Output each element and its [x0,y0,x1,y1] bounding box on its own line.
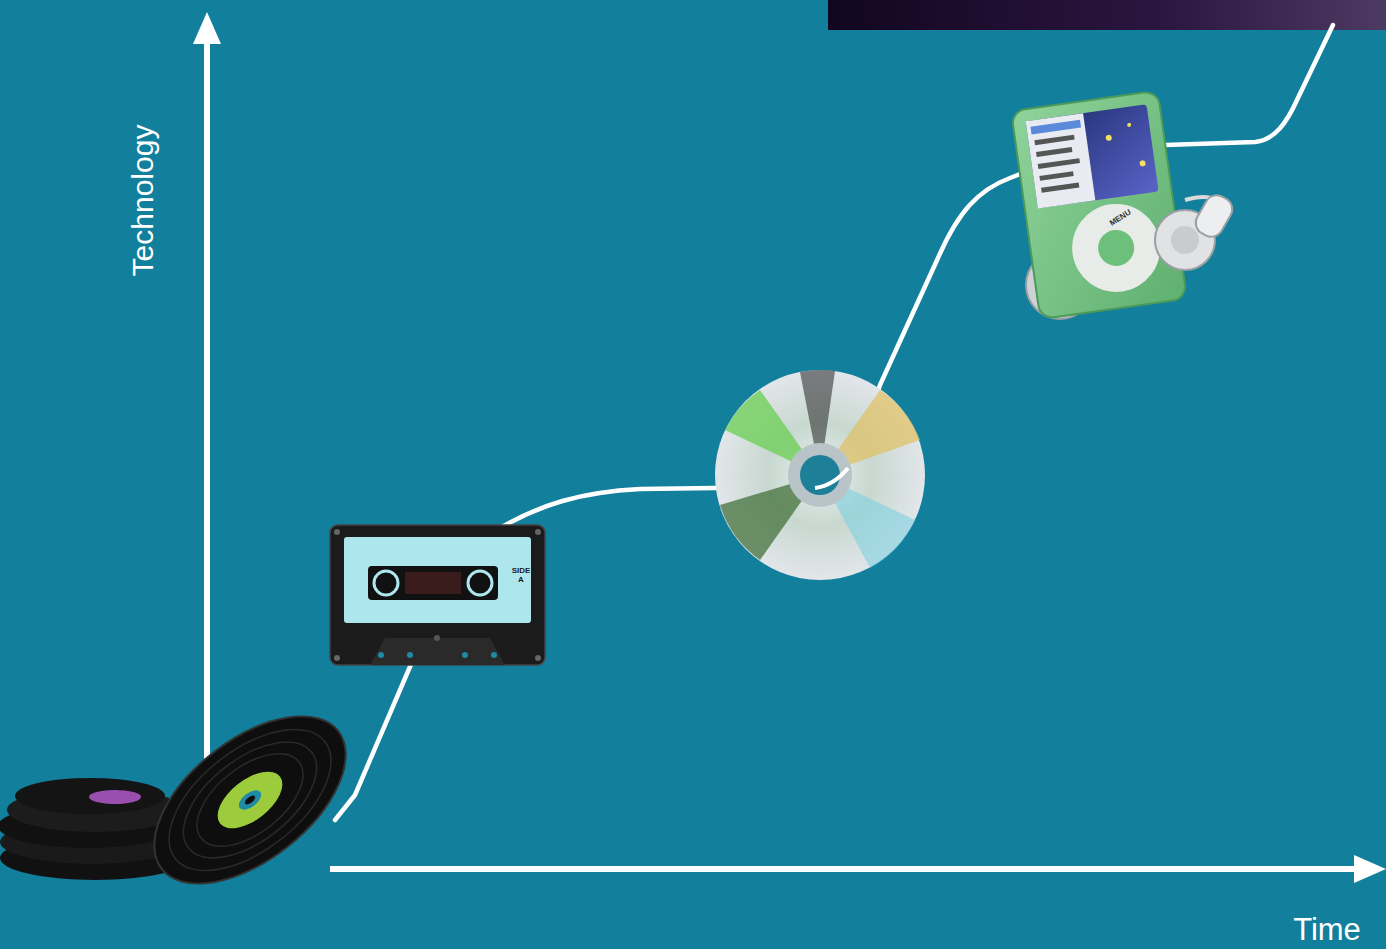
axis-title-box: Technology [127,124,160,276]
axis-title: Technology [127,124,160,276]
x-arrowhead [1354,855,1386,883]
y-arrowhead [193,12,221,44]
cassette-tape [330,525,545,665]
compact-disc [715,370,925,580]
side-label: SIDE A [510,567,532,585]
top-panel [828,0,1386,30]
axis-title: Time [1293,913,1361,947]
s-curve [335,25,1333,820]
axis-title-box: Time [1293,913,1361,947]
y-axis [204,40,210,872]
x-axis [330,866,1360,872]
vinyl-records [0,684,375,916]
side-label-box: SIDE A [510,567,532,585]
music-player [1011,91,1237,320]
